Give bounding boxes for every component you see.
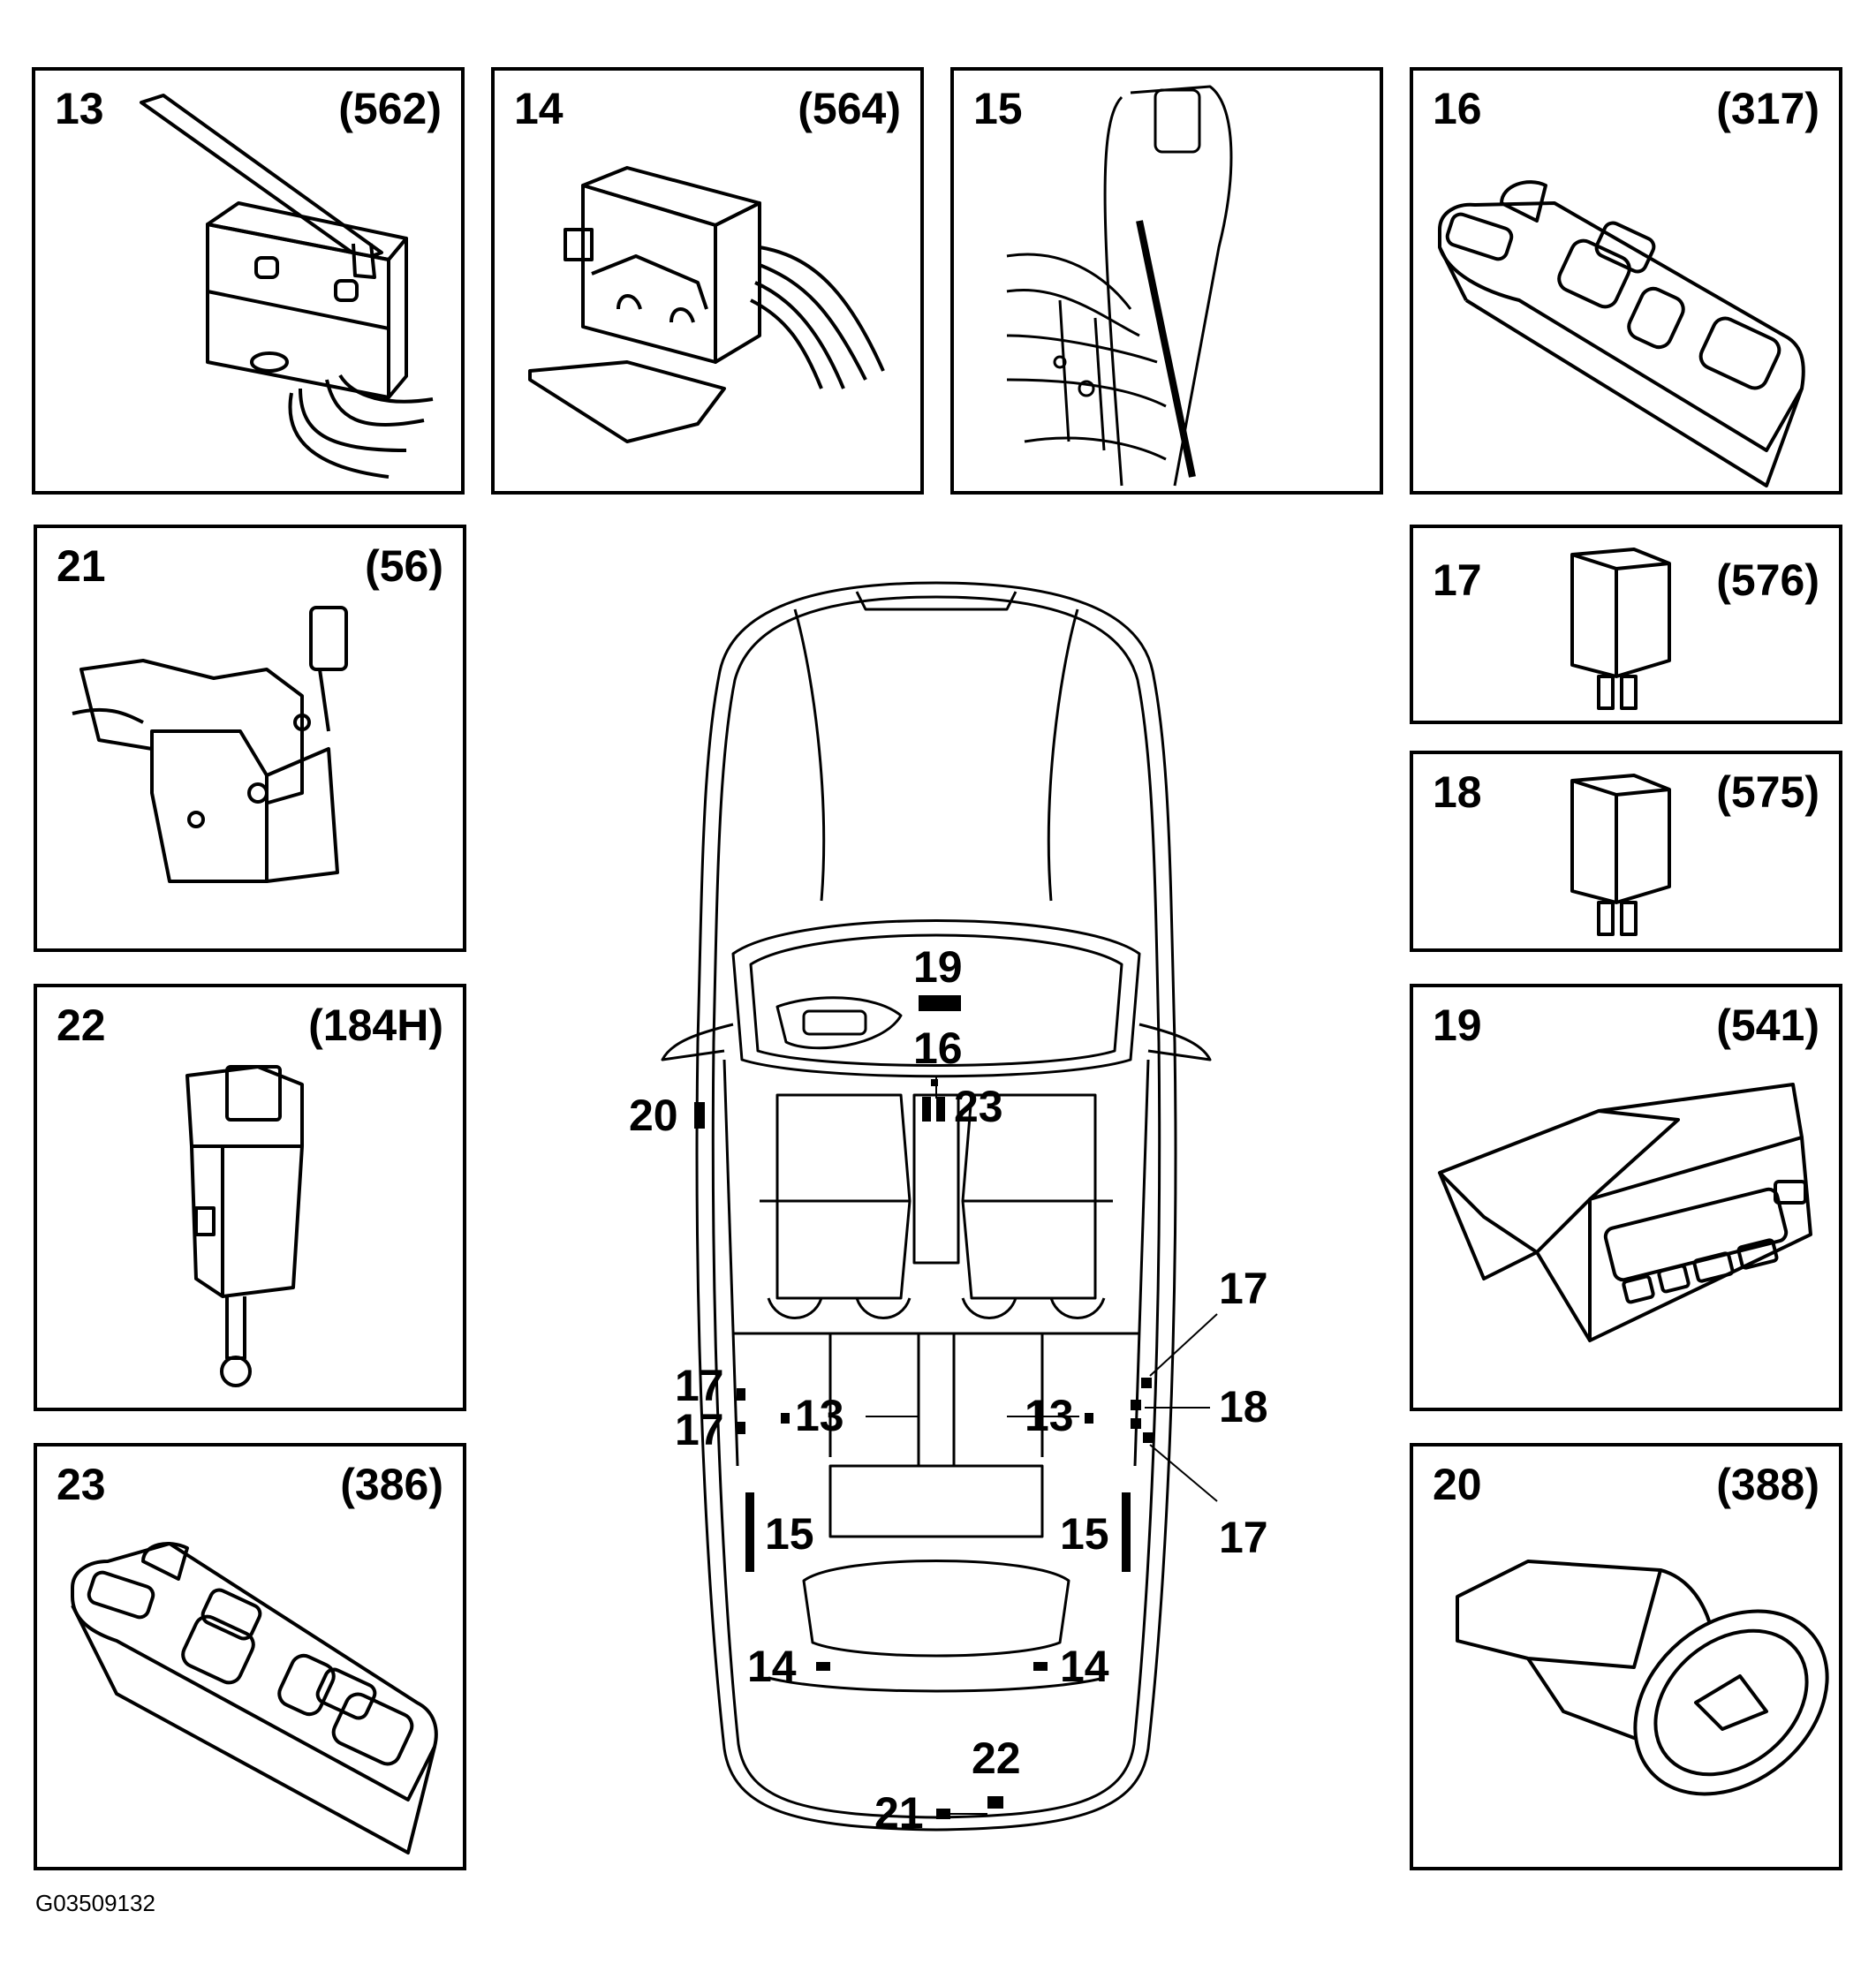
panel-code: (56): [365, 541, 443, 591]
dashboard-switch-illustration: [1456, 1560, 1829, 1796]
callout-17-right-bottom: 17: [1219, 1513, 1268, 1562]
panel-16: 16 (317): [1410, 67, 1842, 495]
figure-id: G03509132: [35, 1890, 155, 1916]
callout-14-right: 14: [1060, 1642, 1109, 1691]
plunger-switch-illustration: [185, 1065, 304, 1387]
panel-number: 19: [1433, 1001, 1482, 1050]
panel-15: 15: [950, 67, 1383, 495]
panel-code: (564): [798, 84, 901, 133]
panel-number: 13: [55, 84, 104, 133]
callout-19: 19: [913, 942, 963, 992]
callout-21: 21: [874, 1788, 924, 1838]
panel-code: (184H): [308, 1001, 443, 1050]
relay-illustration: [1570, 548, 1671, 710]
callout-13-left: 13: [795, 1391, 844, 1440]
panel-code: (575): [1716, 767, 1819, 817]
display-module-illustration: [1438, 1083, 1812, 1342]
panel-number: 17: [1433, 555, 1482, 605]
panel-14: 14 (564): [491, 67, 924, 495]
latch-mechanism-illustration: [72, 606, 348, 883]
window-switch-panel-illustration: [71, 1542, 438, 1854]
panel-code: (562): [338, 84, 442, 133]
callout-22: 22: [972, 1734, 1021, 1783]
panel-number: 18: [1433, 767, 1482, 817]
panel-number: 20: [1433, 1460, 1482, 1509]
callout-13-right: 13: [1025, 1391, 1074, 1440]
panel-code: (317): [1716, 84, 1819, 133]
panel-13: 13 (562): [32, 67, 465, 495]
panel-number: 16: [1433, 84, 1482, 133]
panel-18: 18 (575): [1410, 751, 1842, 952]
window-switch-panel-illustration: [1438, 180, 1805, 487]
panel-number: 21: [57, 541, 106, 591]
panel-number: 15: [973, 84, 1023, 133]
panel-code: (541): [1716, 1001, 1819, 1050]
panel-number: 23: [57, 1460, 106, 1509]
panel-number: 14: [514, 84, 564, 133]
callout-20: 20: [629, 1091, 678, 1140]
callout-18-right: 18: [1219, 1382, 1268, 1431]
callout-17-left-bottom: 17: [675, 1405, 724, 1454]
connector-block-illustration: [528, 166, 885, 443]
panel-code: (386): [340, 1460, 443, 1509]
panel-17: 17 (576): [1410, 525, 1842, 724]
callout-15-right: 15: [1060, 1509, 1109, 1559]
panel-code: (576): [1716, 555, 1819, 605]
panel-20: 20 (388): [1410, 1443, 1842, 1870]
panel-21: 21 (56): [34, 525, 466, 952]
callout-23: 23: [954, 1082, 1003, 1131]
panel-number: 22: [57, 1001, 106, 1050]
panel-23: 23 (386): [34, 1443, 466, 1870]
door-panel-wiring-illustration: [1006, 85, 1233, 487]
callout-17-left-top: 17: [675, 1361, 724, 1410]
callout-17-right-top: 17: [1219, 1264, 1268, 1313]
callout-14-left: 14: [747, 1642, 797, 1691]
callout-15-left: 15: [765, 1509, 814, 1559]
panel-code: (388): [1716, 1460, 1819, 1509]
callout-16: 16: [913, 1023, 963, 1073]
panel-19: 19 (541): [1410, 984, 1842, 1411]
relay-illustration: [1570, 774, 1671, 936]
panel-22: 22 (184H): [34, 984, 466, 1411]
micro-switch-illustration: [140, 94, 434, 479]
